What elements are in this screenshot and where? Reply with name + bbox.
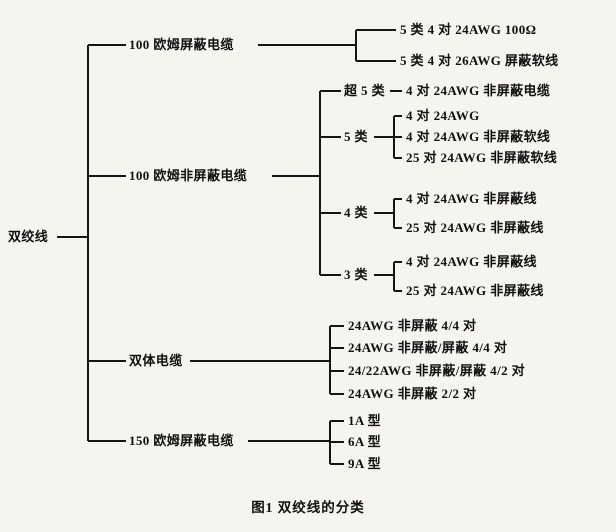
leaf-label: 24/22AWG 非屏蔽/屏蔽 4/2 对 [348, 363, 526, 378]
leaf-label: 25 对 24AWG 非屏蔽线 [406, 220, 544, 235]
leaf-label: 24AWG 非屏蔽/屏蔽 4/4 对 [348, 340, 508, 355]
figure-caption: 图1 双绞线的分类 [251, 500, 365, 515]
leaf-label: 5 类 4 对 24AWG 100Ω [400, 22, 537, 37]
subgroup-label: 5 类 [344, 129, 368, 144]
leaf-label: 25 对 24AWG 非屏蔽线 [406, 283, 544, 298]
leaf-label: 1A 型 [348, 413, 382, 428]
leaf-label: 4 对 24AWG [406, 108, 480, 123]
subgroup-label: 3 类 [344, 267, 368, 282]
leaf-label: 6A 型 [348, 434, 382, 449]
leaf-label: 4 对 24AWG 非屏蔽线 [406, 254, 537, 269]
branch-label: 100 欧姆非屏蔽电缆 [129, 168, 248, 183]
root-node-label: 双绞线 [8, 229, 49, 244]
branch-label: 双体电缆 [129, 353, 183, 368]
leaf-label: 4 对 24AWG 非屏蔽软线 [406, 129, 551, 144]
subgroup-label: 超 5 类 [344, 83, 385, 98]
leaf-label: 4 对 24AWG 非屏蔽线 [406, 191, 537, 206]
subgroup-label: 4 类 [344, 205, 368, 220]
leaf-label: 9A 型 [348, 456, 382, 471]
branch-label: 100 欧姆屏蔽电缆 [129, 37, 234, 52]
leaf-label: 4 对 24AWG 非屏蔽电缆 [406, 83, 551, 98]
leaf-label: 24AWG 非屏蔽 4/4 对 [348, 318, 477, 333]
leaf-label: 24AWG 非屏蔽 2/2 对 [348, 386, 477, 401]
branch-label: 150 欧姆屏蔽电缆 [129, 433, 234, 448]
leaf-label: 25 对 24AWG 非屏蔽软线 [406, 150, 558, 165]
leaf-label: 5 类 4 对 26AWG 屏蔽软线 [400, 53, 559, 68]
